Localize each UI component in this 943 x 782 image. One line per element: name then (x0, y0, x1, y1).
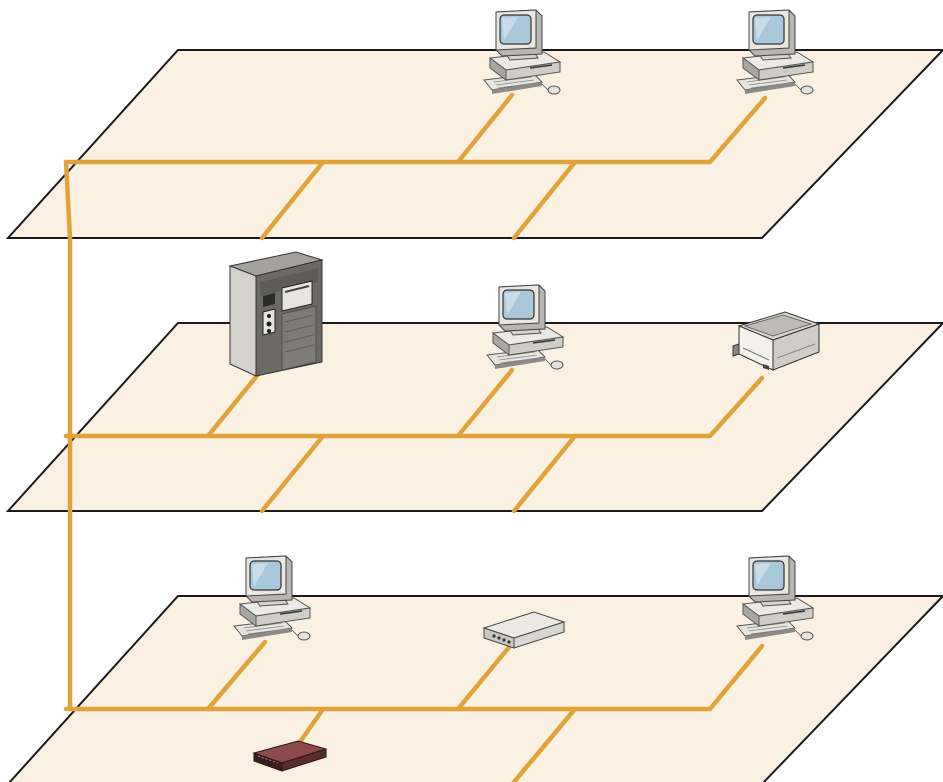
top-floor-slab (5, 49, 943, 239)
middle-floor-cabling (63, 367, 765, 514)
bottom-floor-cabling (63, 637, 765, 782)
server-tower-icon (229, 251, 323, 377)
top-floor-cabling (63, 92, 768, 241)
vertical-riser-cable (63, 159, 73, 712)
